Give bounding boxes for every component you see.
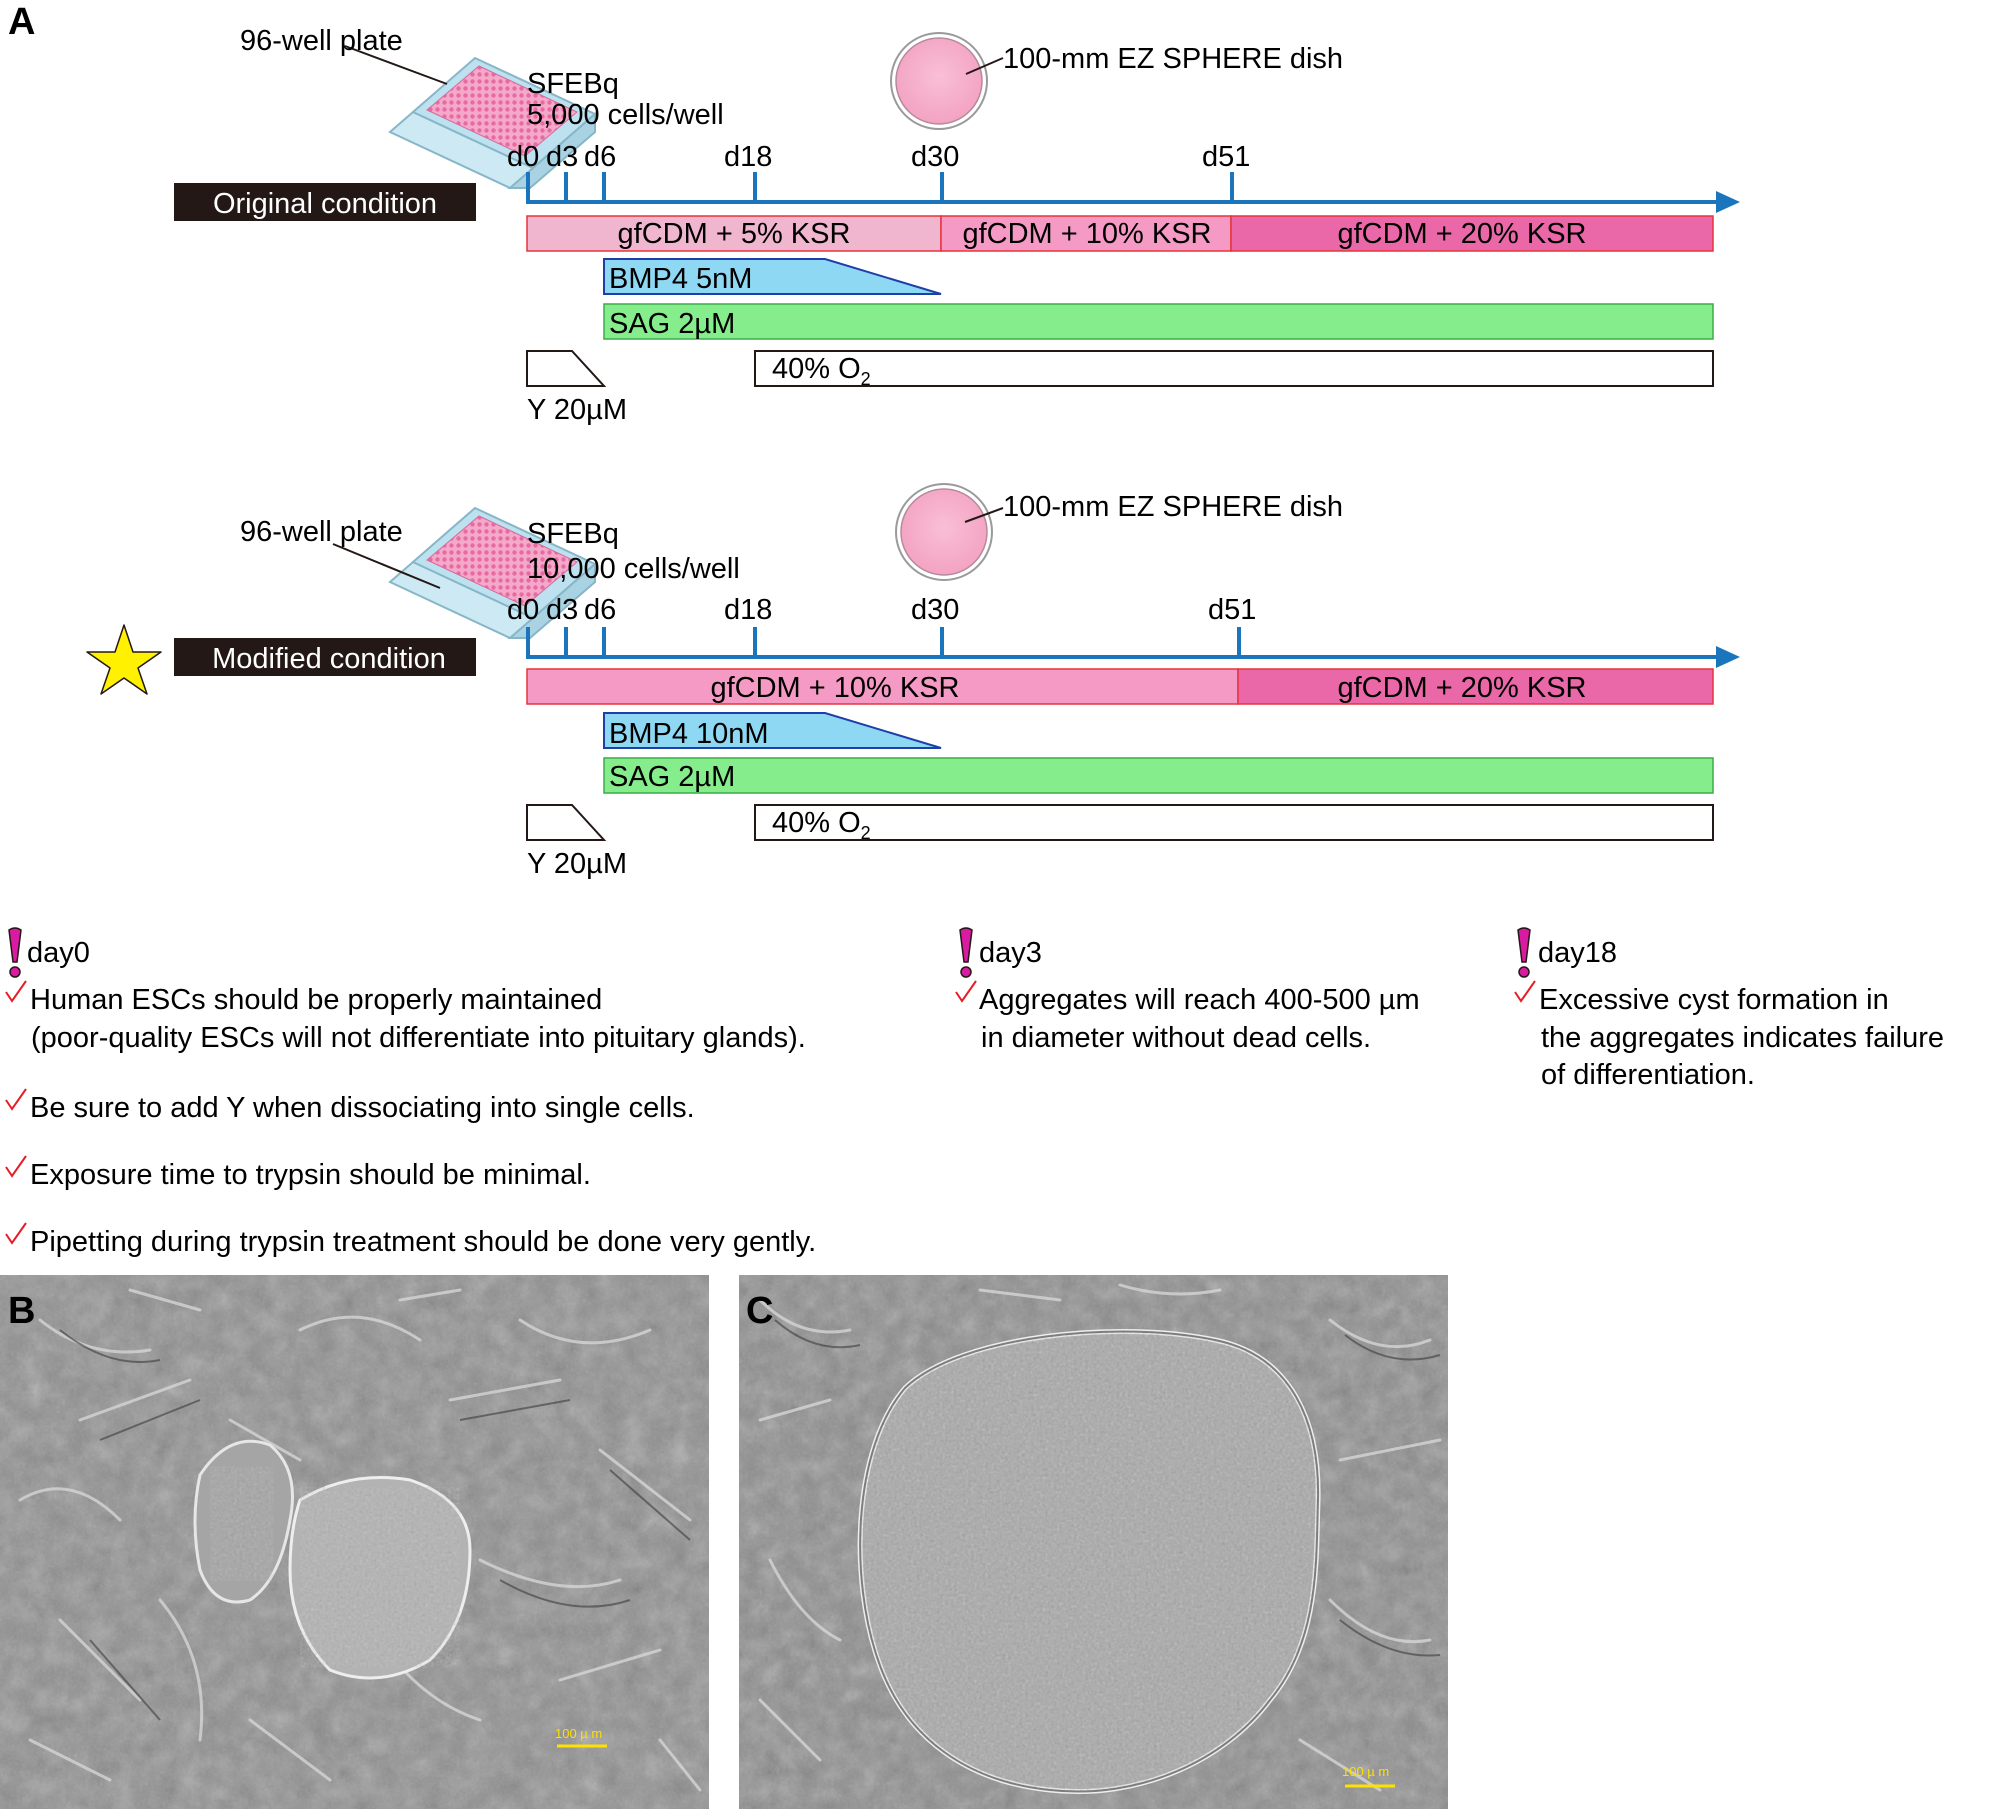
checkmark-icon	[5, 1155, 27, 1178]
petri-dish-icon	[895, 483, 993, 581]
note-text: in diameter without dead cells.	[981, 1022, 1371, 1054]
method-label: SFEBq	[527, 68, 619, 100]
day-label: d6	[584, 141, 616, 173]
medium-bar	[1237, 668, 1714, 705]
bmp4-label: BMP4 10nM	[609, 718, 769, 750]
cells-per-well: 5,000 cells/well	[527, 99, 724, 131]
condition-label: Original condition	[213, 188, 437, 220]
note-day0: day0 Human ESCs should be properly maint…	[5, 927, 816, 1258]
note-text: Pipetting during trypsin treatment shoul…	[30, 1226, 816, 1258]
timeline-arrow	[526, 627, 1740, 668]
note-text: Aggregates will reach 400-500 µm	[979, 984, 1420, 1016]
o2-bar	[754, 804, 1714, 841]
note-text: the aggregates indicates failure	[1541, 1022, 1944, 1054]
sag-bar	[603, 757, 1714, 794]
medium-label: gfCDM + 10% KSR	[710, 672, 959, 704]
original-condition-section: 96-well plate SFEBq 5,000 cells/well 100…	[174, 25, 1740, 426]
dish-label: 100-mm EZ SPHERE dish	[1003, 491, 1343, 523]
day-label: d30	[911, 594, 959, 626]
day-label: d3	[546, 141, 578, 173]
bmp4-bar	[603, 712, 942, 749]
note-text: of differentiation.	[1541, 1059, 1755, 1091]
petri-dish-icon	[890, 32, 988, 130]
bmp4-bar	[603, 258, 942, 295]
cells-per-well: 10,000 cells/well	[527, 553, 740, 585]
note-text: Be sure to add Y when dissociating into …	[30, 1092, 695, 1124]
timeline-arrow	[526, 172, 1740, 213]
star-icon	[86, 624, 162, 695]
note-title: day18	[1538, 937, 1617, 969]
note-day3: day3 Aggregates will reach 400-500 µm in…	[955, 927, 1420, 1054]
micrograph-c	[739, 1275, 1448, 1809]
y-inhibitor-bar	[526, 804, 607, 841]
day-label: d51	[1202, 141, 1250, 173]
method-label: SFEBq	[527, 518, 619, 550]
medium-label: gfCDM + 20% KSR	[1337, 672, 1586, 704]
day-label: d18	[724, 594, 772, 626]
sag-label: SAG 2µM	[609, 308, 735, 340]
medium-bar	[1230, 215, 1714, 252]
day-label: d0	[507, 594, 539, 626]
scale-bar-label: 100 µ m	[1342, 1764, 1389, 1779]
day-label: d6	[584, 594, 616, 626]
checkmark-icon	[5, 980, 27, 1003]
medium-label: gfCDM + 10% KSR	[962, 218, 1211, 250]
panel-a-label: A	[8, 1, 35, 43]
checkmark-icon	[1514, 980, 1536, 1003]
panel-b-label: B	[8, 1290, 35, 1332]
note-title: day3	[979, 937, 1042, 969]
modified-condition-section: 96-well plate SFEBq 10,000 cells/well 10…	[86, 483, 1740, 880]
condition-label-bg	[174, 638, 476, 676]
sag-label: SAG 2µM	[609, 761, 735, 793]
condition-label-bg	[174, 183, 476, 221]
o2-label: 40% O2	[772, 353, 871, 389]
checkmark-icon	[5, 1088, 27, 1111]
day-label: d18	[724, 141, 772, 173]
note-day18: day18 Excessive cyst formation in the ag…	[1514, 927, 1944, 1091]
well-plate-icon	[388, 506, 597, 639]
medium-bar	[940, 215, 1232, 252]
medium-label: gfCDM + 20% KSR	[1337, 218, 1586, 250]
medium-bar	[526, 215, 942, 252]
notes-section: day0 Human ESCs should be properly maint…	[5, 927, 1944, 1258]
y-label: Y 20µM	[527, 394, 627, 426]
day-label: d3	[546, 594, 578, 626]
day-label: d0	[507, 141, 539, 173]
y-inhibitor-bar	[526, 350, 607, 387]
condition-label: Modified condition	[212, 643, 446, 675]
day-label: d51	[1208, 594, 1256, 626]
plate-label: 96-well plate	[240, 25, 403, 57]
exclamation-icon	[959, 927, 973, 978]
exclamation-icon	[1517, 927, 1531, 978]
day-label: d30	[911, 141, 959, 173]
checkmark-icon	[5, 1222, 27, 1245]
note-text: Excessive cyst formation in	[1539, 984, 1889, 1016]
scale-bar-label: 100 µ m	[555, 1726, 602, 1741]
note-text: Human ESCs should be properly maintained	[30, 984, 602, 1016]
medium-bar	[526, 668, 1239, 705]
sag-bar	[603, 303, 1714, 340]
dish-label: 100-mm EZ SPHERE dish	[1003, 43, 1343, 75]
note-text: (poor-quality ESCs will not differentiat…	[31, 1022, 806, 1054]
o2-bar	[754, 350, 1714, 387]
y-label: Y 20µM	[527, 848, 627, 880]
micrograph-b	[0, 1275, 709, 1809]
o2-label: 40% O2	[772, 807, 871, 843]
panel-c-label: C	[746, 1290, 773, 1332]
medium-label: gfCDM + 5% KSR	[618, 218, 851, 250]
plate-label: 96-well plate	[240, 516, 403, 548]
note-title: day0	[27, 937, 90, 969]
well-plate-icon	[388, 56, 597, 189]
exclamation-icon	[8, 927, 22, 978]
bmp4-label: BMP4 5nM	[609, 263, 752, 295]
note-text: Exposure time to trypsin should be minim…	[30, 1159, 591, 1191]
checkmark-icon	[955, 980, 977, 1003]
